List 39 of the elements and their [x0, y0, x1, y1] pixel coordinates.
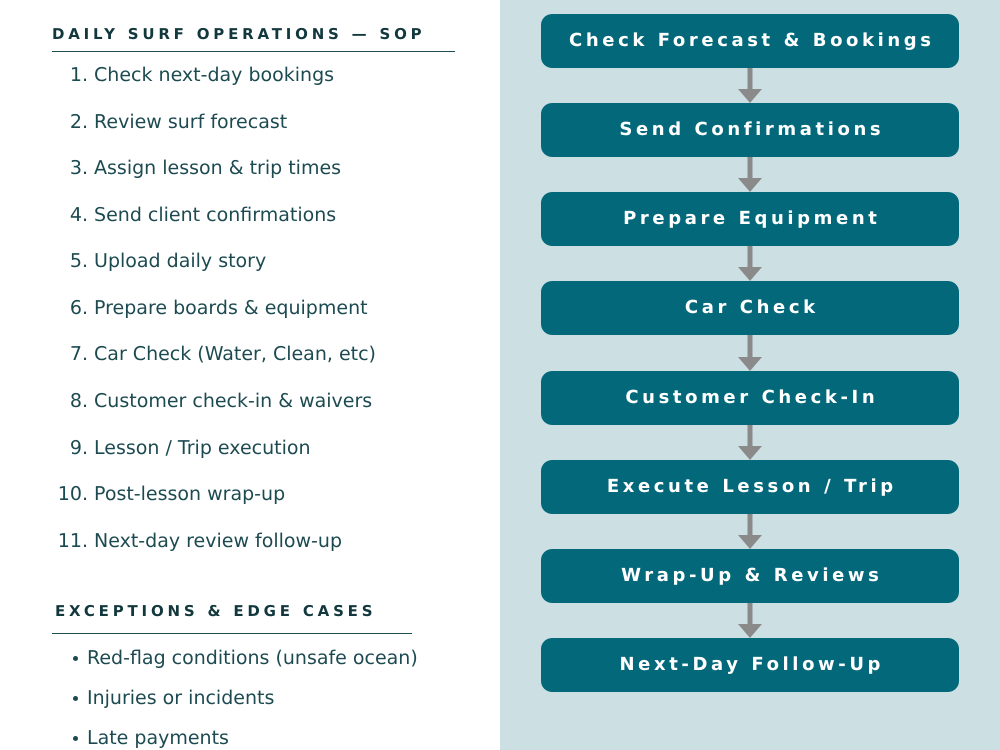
step-label: Execute Lesson / Trip: [606, 476, 897, 498]
process-box: [541, 549, 959, 603]
list-item: 6. Prepare boards & equipment: [68, 296, 368, 320]
arrow: [738, 157, 762, 192]
arrow: [738, 68, 762, 103]
list-item: Injuries or incidents: [87, 686, 274, 710]
step-label: Wrap-Up & Reviews: [621, 565, 882, 587]
step-label: Prepare Equipment: [623, 208, 880, 230]
process-box: [541, 192, 959, 246]
process-box: [541, 638, 959, 692]
arrow: [738, 514, 762, 549]
step-label: Send Confirmations: [619, 119, 884, 141]
list-item: 3. Assign lesson & trip times: [68, 156, 342, 180]
process-box: [541, 103, 959, 157]
arrow: [738, 425, 762, 460]
step-label: Next-Day Follow-Up: [620, 654, 884, 676]
section-heading: EXCEPTIONS & EDGE CASES: [55, 601, 376, 621]
arrow: [738, 335, 762, 371]
process-box: [541, 371, 959, 425]
list-item: 9. Lesson / Trip execution: [68, 436, 311, 460]
process-box: [541, 281, 959, 335]
process-box: [541, 460, 959, 514]
step-label: Customer Check-In: [625, 387, 878, 409]
list-item: Red-flag conditions (unsafe ocean): [87, 646, 418, 670]
list-item: 1. Check next-day bookings: [68, 63, 334, 87]
list-item: 8. Customer check-in & waivers: [68, 389, 372, 413]
step-label: Car Check: [684, 297, 819, 319]
list-item: Late payments: [87, 726, 229, 750]
list-item: 2. Review surf forecast: [68, 110, 288, 134]
arrow: [738, 603, 762, 638]
list-item: 11. Next-day review follow-up: [56, 529, 342, 553]
section-heading: DAILY SURF OPERATIONS — SOP: [52, 24, 426, 44]
list-item: 4. Send client confirmations: [68, 203, 336, 227]
list-item: 5. Upload daily story: [68, 249, 266, 273]
list-item: 10. Post-lesson wrap-up: [56, 482, 286, 506]
list-item: 7. Car Check (Water, Clean, etc): [68, 342, 376, 366]
step-label: Check Forecast & Bookings: [569, 30, 935, 52]
arrow: [738, 246, 762, 281]
process-box: [541, 14, 959, 68]
